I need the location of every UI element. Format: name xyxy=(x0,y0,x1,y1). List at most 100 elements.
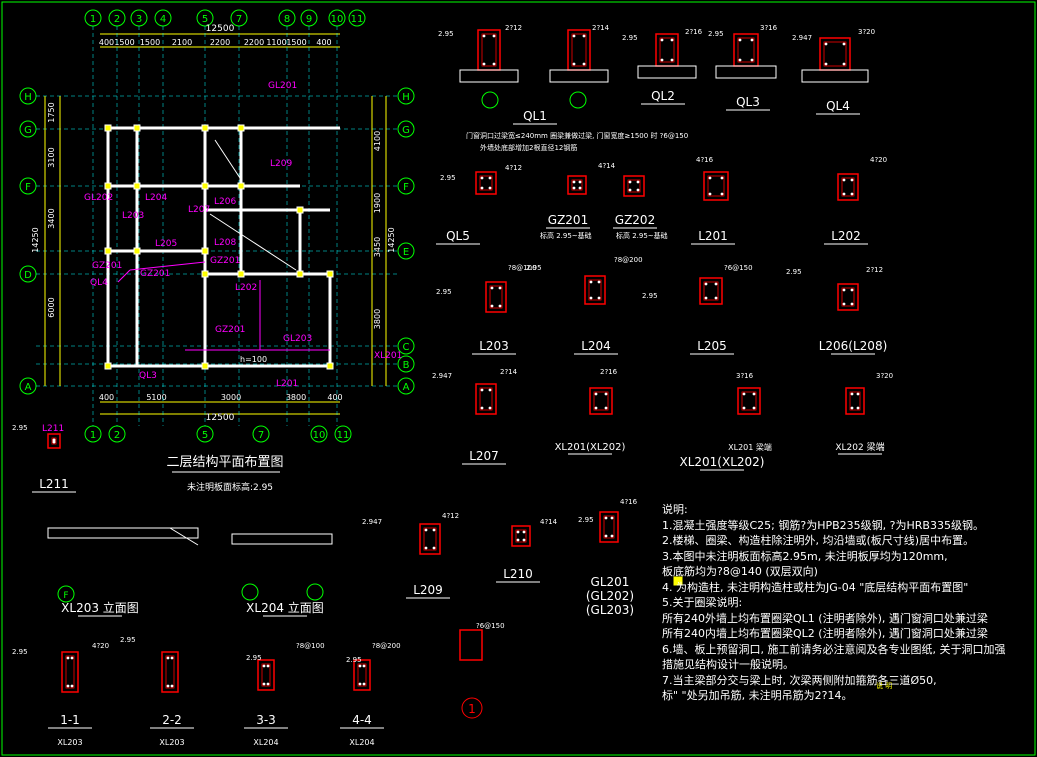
rebar-label: 3?20 xyxy=(876,372,893,380)
dimension-right: 3450 xyxy=(373,237,382,257)
rebar-dot xyxy=(490,304,494,308)
dimension-total-top: 12500 xyxy=(206,24,235,34)
dimension-bottom: 3000 xyxy=(221,393,241,402)
detail-note: 外墙处底部增加2根直径12钢筋 xyxy=(480,143,577,152)
axis-bubble-right xyxy=(397,87,415,105)
rebar-label: 4?12 xyxy=(442,512,459,520)
stirrup xyxy=(603,515,615,539)
wall-base xyxy=(459,69,519,83)
axis-label-left: F xyxy=(25,182,31,193)
section-caption: L209 xyxy=(413,583,443,597)
section-caption: 1-1 xyxy=(60,713,80,727)
rebar-label: ?8@100 xyxy=(296,642,325,650)
stirrup xyxy=(849,391,861,411)
structural-column xyxy=(201,124,209,132)
beam-section xyxy=(47,433,61,449)
note-line: 4. 为构造柱, 未注明构造柱或柱为JG-04 "底层结构平面布置图" xyxy=(662,580,969,594)
rebar-dot xyxy=(578,186,582,190)
structural-column xyxy=(237,124,245,132)
dimension-right-total: 14250 xyxy=(387,227,396,252)
rebar-label: 4?20 xyxy=(92,642,109,650)
section-caption: L206(L208) xyxy=(819,339,888,353)
stirrup xyxy=(659,37,675,63)
note-line: 2.楼梯、圈梁、构造柱除注明外, 均沿墙或(板尺寸线)居中布置。 xyxy=(662,534,975,547)
structural-column xyxy=(326,270,334,278)
level-label: 2.95 xyxy=(120,636,136,644)
dimension-top: 1500 xyxy=(286,38,306,47)
plan-title: 二层结构平面布置图 xyxy=(166,455,283,470)
structural-column xyxy=(326,362,334,370)
rebar-dot xyxy=(480,406,484,410)
section-caption: GZ202 xyxy=(615,213,655,227)
beam-section xyxy=(567,175,587,195)
section-caption: QL2 xyxy=(651,89,675,103)
level-label: 2.95 xyxy=(642,292,658,300)
axis-label-top: 1 xyxy=(90,14,96,25)
beam-section xyxy=(257,659,275,691)
rebar-label: 4?20 xyxy=(870,156,887,164)
opening-diagonal xyxy=(214,139,241,179)
stirrup xyxy=(515,529,527,543)
dimension-bottom: 400 xyxy=(327,393,342,402)
rebar-dot xyxy=(714,282,718,286)
level-label: 2.95 xyxy=(436,288,452,296)
rebar-dot xyxy=(824,62,828,66)
rebar-dot xyxy=(70,656,74,660)
stirrup xyxy=(588,279,602,301)
level-label: 2.947 xyxy=(792,34,812,42)
stirrup xyxy=(737,37,755,63)
rebar-dot xyxy=(66,684,70,688)
rebar-dot xyxy=(52,438,56,442)
level-label: 2.95 xyxy=(438,30,454,38)
structural-column xyxy=(201,270,209,278)
note-line: 板底筋均为?8@140 (双层双向) xyxy=(662,565,818,578)
rebar-dot xyxy=(488,186,492,190)
structural-column xyxy=(104,124,112,132)
axis-bubble-right xyxy=(397,242,415,260)
rebar-dot xyxy=(262,682,266,686)
stirrup xyxy=(479,175,493,191)
beam-label: L211 xyxy=(42,424,64,434)
rebar-label: 3?20 xyxy=(858,28,875,36)
beam-section xyxy=(737,387,761,415)
rebar-label: ?8@100 xyxy=(508,264,537,272)
rebar-label: 3?16 xyxy=(760,24,778,32)
structural-column xyxy=(133,247,141,255)
rebar-dot xyxy=(166,684,170,688)
level-label: 2.95 xyxy=(346,656,362,664)
axis-bubble-right xyxy=(397,377,415,395)
axis-label-right: C xyxy=(403,342,410,353)
note-line: 措施见结构设计一般说明。 xyxy=(662,658,794,671)
ring-beam-section xyxy=(477,29,501,71)
detail-subnote: 标高 2.95~基础 xyxy=(616,231,668,240)
cross-section-marker xyxy=(569,91,587,109)
beam-section xyxy=(699,277,723,305)
dimension-top: 2200 xyxy=(244,38,264,47)
beam-section xyxy=(703,171,729,201)
stirrup xyxy=(65,655,75,689)
section-subcaption: XL201 梁端 xyxy=(728,442,772,452)
level-label: 2.947 xyxy=(432,372,452,380)
rebar-label: ?8@200 xyxy=(614,256,643,264)
rebar-dot xyxy=(708,192,712,196)
rebar-dot xyxy=(498,304,502,308)
note-line: 1.混凝土强度等级C25; 钢筋?为HPB235级钢, ?为HRB335级钢。 xyxy=(662,518,984,532)
rebar-label: 2?14 xyxy=(500,368,518,376)
column-symbol-badge xyxy=(673,576,683,586)
beam-line xyxy=(117,269,131,283)
dimension-right: 1900 xyxy=(373,193,382,213)
rebar-dot xyxy=(752,406,756,410)
section-caption: (GL202) xyxy=(586,589,634,603)
dimension-left-total: 14250 xyxy=(31,227,40,252)
rebar-dot xyxy=(488,388,492,392)
stirrup xyxy=(51,437,57,445)
rebar-dot xyxy=(660,58,664,62)
rebar-dot xyxy=(66,656,70,660)
dimension-left: 1750 xyxy=(47,102,56,122)
rebar-dot xyxy=(842,42,846,46)
elevation-beam xyxy=(231,533,333,545)
beam-label: GZ201 xyxy=(210,256,240,266)
axis-label-left: H xyxy=(24,92,32,103)
note-line: 3.本图中未注明板面标高2.95m, 未注明板厚均为120mm, xyxy=(662,549,948,563)
